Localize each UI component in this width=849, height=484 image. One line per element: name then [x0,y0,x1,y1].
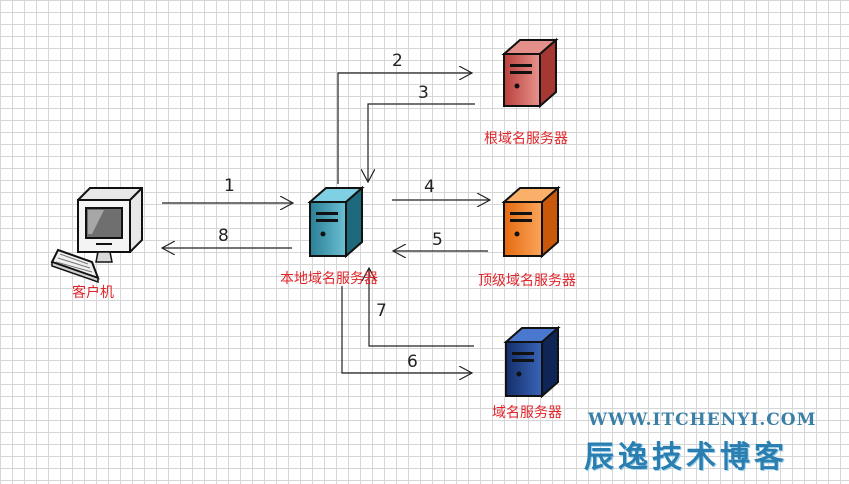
domain-dns-server-icon [503,325,561,399]
step-label-5: 5 [432,230,443,250]
step-label-7: 7 [376,301,387,321]
step-label-8: 8 [218,226,229,246]
step-label-1: 1 [224,176,235,196]
step-label-4: 4 [424,177,435,197]
step-label-6: 6 [407,352,418,372]
watermark-url: WWW.ITCHENYI.COM [588,410,817,430]
tld-dns-label: 顶级域名服务器 [478,273,576,289]
domain-dns-label: 域名服务器 [492,405,562,421]
local-dns-label: 本地域名服务器 [280,271,378,287]
local-dns-server-icon [307,185,365,259]
arrow-step-2 [337,73,472,184]
tld-dns-server-icon [501,185,561,259]
arrow-step-3 [368,103,475,182]
step-label-3: 3 [418,83,429,103]
watermark-name: 辰逸技术博客 [584,440,788,475]
arrow-step-6 [341,286,472,373]
client-label: 客户机 [72,285,114,301]
client-computer-icon [50,187,143,284]
root-dns-server-icon [501,37,559,109]
root-dns-label: 根域名服务器 [484,131,568,147]
step-label-2: 2 [392,51,403,71]
arrow-step-7 [369,268,474,347]
